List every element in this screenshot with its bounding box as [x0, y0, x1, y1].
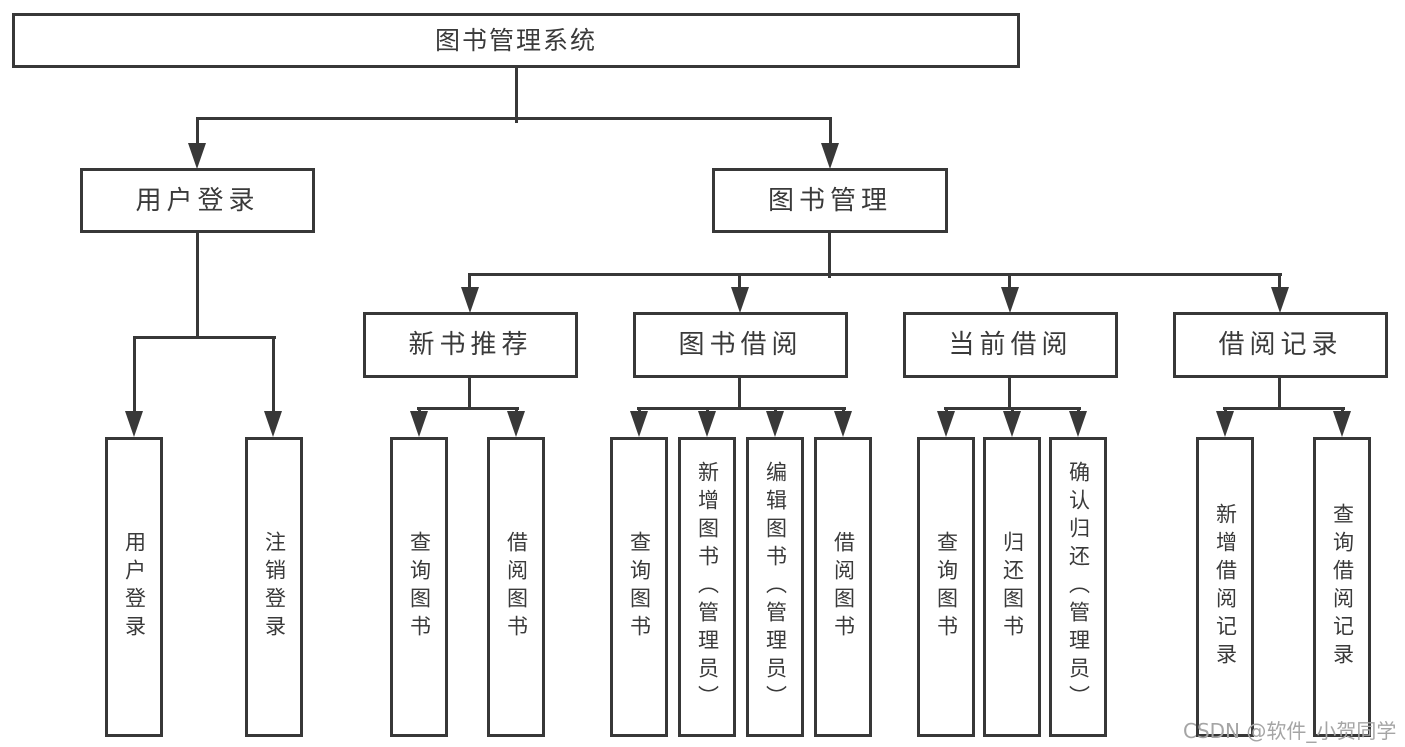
connector-stem [828, 233, 831, 278]
connector-stem [468, 273, 471, 289]
arrowhead-icon [1333, 411, 1351, 437]
arrowhead-icon [698, 411, 716, 437]
arrowhead-icon [630, 411, 648, 437]
connector-stem [829, 117, 832, 145]
connector-stem [468, 378, 471, 410]
arrowhead-icon [821, 143, 839, 169]
node-leaf-logout: 注销登录 [245, 437, 303, 737]
arrowhead-icon [264, 411, 282, 437]
arrowhead-icon [410, 411, 428, 437]
node-leaf-return-book: 归还图书 [983, 437, 1041, 737]
arrowhead-icon [834, 411, 852, 437]
connector-stem [1278, 378, 1281, 410]
node-library-system: 图书管理系统 [12, 13, 1020, 68]
connector-rail-new-book [417, 407, 519, 410]
node-new-book-recommend: 新书推荐 [363, 312, 578, 378]
node-leaf-query-book-3: 查询图书 [917, 437, 975, 737]
connector-root-stem [515, 68, 518, 123]
node-current-borrow: 当前借阅 [903, 312, 1118, 378]
arrowhead-icon [1216, 411, 1234, 437]
node-leaf-borrow-book-1: 借阅图书 [487, 437, 545, 737]
connector-stem [1008, 273, 1011, 289]
connector-rail-level2 [196, 117, 832, 120]
csdn-watermark: CSDN @软件_小贺同学 [1183, 719, 1397, 743]
node-leaf-add-borrow-record: 新增借阅记录 [1196, 437, 1254, 737]
connector-rail-user-login [133, 336, 276, 339]
connector-rail-level3 [468, 273, 1282, 276]
node-borrow-records: 借阅记录 [1173, 312, 1388, 378]
connector-stem [196, 233, 199, 339]
node-leaf-confirm-return: 确认归还（管理员） [1049, 437, 1107, 737]
connector-stem [196, 117, 199, 145]
connector-stem [738, 273, 741, 289]
arrowhead-icon [766, 411, 784, 437]
node-leaf-query-borrow-record: 查询借阅记录 [1313, 437, 1371, 737]
connector-stem [133, 336, 136, 414]
arrowhead-icon [125, 411, 143, 437]
node-leaf-query-book-2: 查询图书 [610, 437, 668, 737]
node-leaf-edit-book: 编辑图书（管理员） [746, 437, 804, 737]
connector-rail-borrow-records [1223, 407, 1345, 410]
node-leaf-add-book: 新增图书（管理员） [678, 437, 736, 737]
connector-stem [738, 378, 741, 410]
arrowhead-icon [1001, 287, 1019, 313]
node-user-login: 用户登录 [80, 168, 315, 233]
arrowhead-icon [937, 411, 955, 437]
arrowhead-icon [1069, 411, 1087, 437]
connector-stem [1278, 273, 1281, 289]
node-leaf-borrow-book-2: 借阅图书 [814, 437, 872, 737]
arrowhead-icon [731, 287, 749, 313]
arrowhead-icon [507, 411, 525, 437]
node-book-management: 图书管理 [712, 168, 948, 233]
node-leaf-query-book-1: 查询图书 [390, 437, 448, 737]
arrowhead-icon [188, 143, 206, 169]
node-leaf-user-login: 用户登录 [105, 437, 163, 737]
connector-stem [1008, 378, 1011, 410]
arrowhead-icon [1271, 287, 1289, 313]
connector-rail-book-borrow [637, 407, 846, 410]
arrowhead-icon [461, 287, 479, 313]
arrowhead-icon [1003, 411, 1021, 437]
connector-stem [272, 336, 275, 414]
node-book-borrow: 图书借阅 [633, 312, 848, 378]
